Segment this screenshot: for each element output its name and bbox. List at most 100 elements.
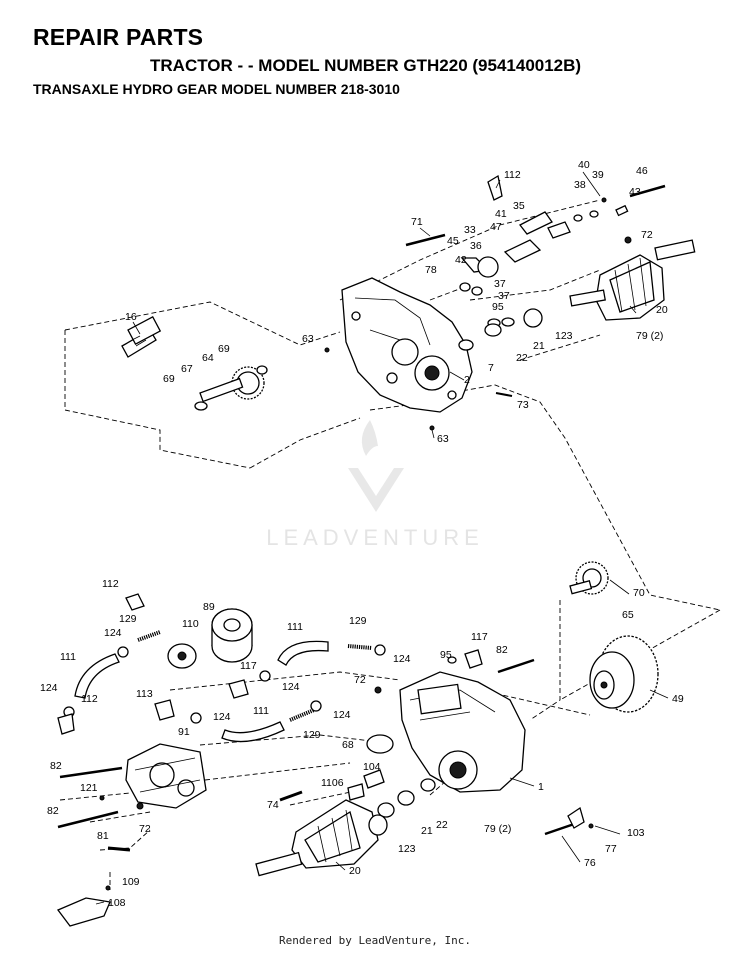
- part-callout: 124: [393, 653, 411, 665]
- part-callout: 33: [464, 224, 476, 236]
- part-callout: 69: [218, 343, 230, 355]
- part-callout: 82: [47, 805, 59, 817]
- part-callout: 42: [455, 254, 467, 266]
- gear-65: [569, 561, 609, 595]
- gear-64: [194, 365, 268, 411]
- part-callout: 77: [605, 843, 617, 855]
- part-callout: 20: [349, 865, 361, 877]
- part-callout: 124: [40, 682, 58, 694]
- part-callout: 64: [202, 352, 214, 364]
- part-callout: 21: [421, 825, 433, 837]
- part-callout: 72: [354, 674, 366, 686]
- filter-89: [211, 608, 253, 663]
- part-callout: 49: [672, 693, 684, 705]
- part-callout: 16: [125, 311, 137, 323]
- part-callout: 109: [122, 876, 140, 888]
- part-callout: 95: [492, 301, 504, 313]
- part-callout: 7: [488, 362, 494, 374]
- footer-credit: Rendered by LeadVenture, Inc.: [278, 934, 472, 947]
- leader-lines: [95, 171, 669, 905]
- assembly-title: TRANSAXLE HYDRO GEAR MODEL NUMBER 218-30…: [33, 81, 400, 97]
- axle-housing-bottom: [255, 799, 379, 877]
- part-callout: 70: [633, 587, 645, 599]
- clamps-124: [63, 644, 386, 724]
- hose-111-lower: [221, 721, 285, 743]
- adapter-110: [167, 643, 197, 669]
- part-callout: 129: [349, 615, 367, 627]
- part-callout: 110: [182, 618, 199, 630]
- springs-129: [137, 630, 373, 722]
- part-callout: 113: [136, 688, 153, 700]
- part-callout: 124: [213, 711, 231, 723]
- part-callout: 76: [584, 857, 596, 869]
- part-callout: 63: [437, 433, 449, 445]
- part-callout: 117: [240, 660, 257, 672]
- part-callout: 40: [578, 159, 590, 171]
- fittings: [57, 593, 594, 891]
- part-callout: 35: [513, 200, 525, 212]
- part-callout: 104: [363, 761, 381, 773]
- part-callout: 82: [50, 760, 62, 772]
- part-callout: 117: [471, 631, 488, 643]
- bolts: [57, 658, 585, 852]
- small-parts-cluster: [324, 174, 666, 431]
- part-callout: 45: [447, 235, 459, 247]
- part-callout: 21: [533, 340, 545, 352]
- o-ring-68: [366, 734, 394, 754]
- part-callout: 37: [494, 278, 506, 290]
- part-callout: 82: [496, 644, 508, 656]
- part-callout: 124: [333, 709, 351, 721]
- part-callout: 68: [342, 739, 354, 751]
- part-callout: 121: [80, 782, 98, 794]
- part-callout: 22: [436, 819, 448, 831]
- part-callout: 20: [656, 304, 668, 316]
- part-callout: 111: [60, 651, 76, 663]
- washers-bottom: [368, 778, 436, 836]
- part-callout: 36: [470, 240, 482, 252]
- part-callout: 129: [119, 613, 137, 625]
- part-callout: 124: [282, 681, 300, 693]
- part-callout: 37: [498, 290, 510, 302]
- part-callout: 91: [178, 726, 190, 738]
- part-callout: 79 (2): [484, 823, 511, 835]
- part-callout: 79 (2): [636, 330, 663, 342]
- input-shaft-16: [121, 315, 162, 358]
- pump-91: [125, 743, 207, 809]
- part-callout: 112: [504, 169, 521, 181]
- part-callout: 69: [163, 373, 175, 385]
- watermark: LEADVENTURE: [266, 420, 479, 550]
- part-callout: 129: [303, 729, 321, 741]
- part-callout: 111: [287, 621, 303, 633]
- part-callout: 1106: [321, 777, 344, 789]
- part-callout: 95: [440, 649, 452, 661]
- part-callout: 67: [181, 363, 193, 375]
- bottom-housing-assembly: [56, 561, 659, 927]
- part-callout: 46: [636, 165, 648, 177]
- axle-housing-top: [569, 239, 696, 321]
- part-callout: 65: [622, 609, 634, 621]
- part-callout: 123: [398, 843, 416, 855]
- part-callout: 89: [203, 601, 215, 613]
- part-callout: 112: [81, 693, 98, 705]
- part-callout: 103: [627, 827, 645, 839]
- part-callout: 124: [104, 627, 122, 639]
- hose-111-middle: [277, 640, 329, 666]
- part-callout: 111: [253, 705, 269, 717]
- part-callout: 43: [629, 186, 641, 198]
- part-callout: 2: [464, 374, 470, 386]
- model-subtitle: TRACTOR - - MODEL NUMBER GTH220 (9541400…: [150, 56, 582, 75]
- part-callout: 72: [641, 229, 653, 241]
- part-callout: 73: [517, 399, 529, 411]
- plate-108: [56, 897, 111, 927]
- part-callout: 74: [267, 799, 279, 811]
- part-callout: 41: [495, 208, 507, 220]
- part-callout: 78: [425, 264, 437, 276]
- part-callout: 39: [592, 169, 604, 181]
- differential-49: [589, 635, 659, 713]
- part-callout: 72: [139, 823, 151, 835]
- part-callout: 112: [102, 578, 119, 590]
- part-callout: 47: [490, 221, 502, 233]
- page-title: REPAIR PARTS: [33, 24, 204, 50]
